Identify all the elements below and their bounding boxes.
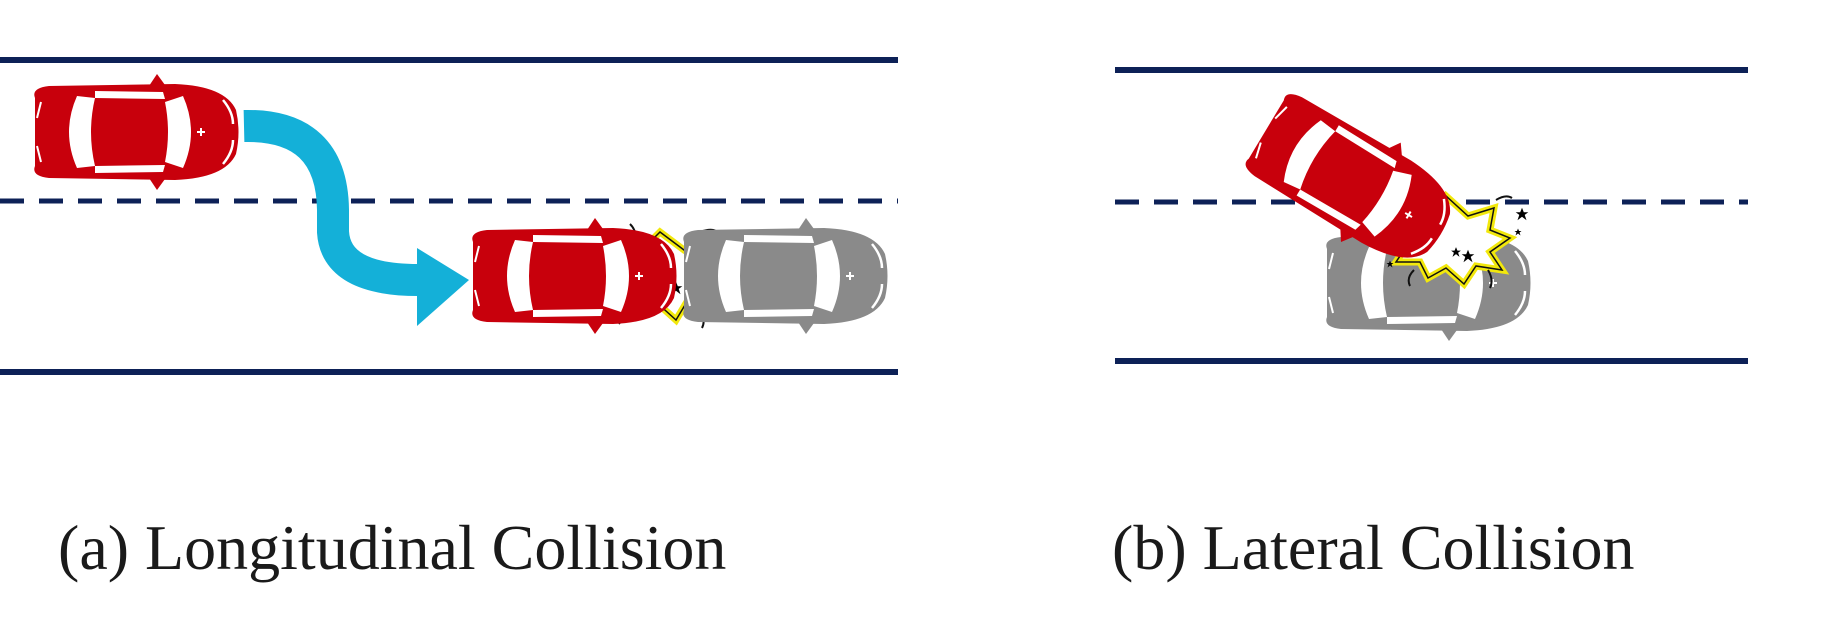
red-car-icon [33,72,240,192]
gray-car-icon [682,216,889,336]
panel-b [1115,67,1748,364]
caption-lateral-collision: (b) Lateral Collision [1112,512,1635,583]
panel-a [0,57,898,375]
caption-longitudinal-collision: (a) Longitudinal Collision [58,512,727,583]
red-car-icon [471,216,678,336]
curved-arrow-icon [243,109,469,326]
